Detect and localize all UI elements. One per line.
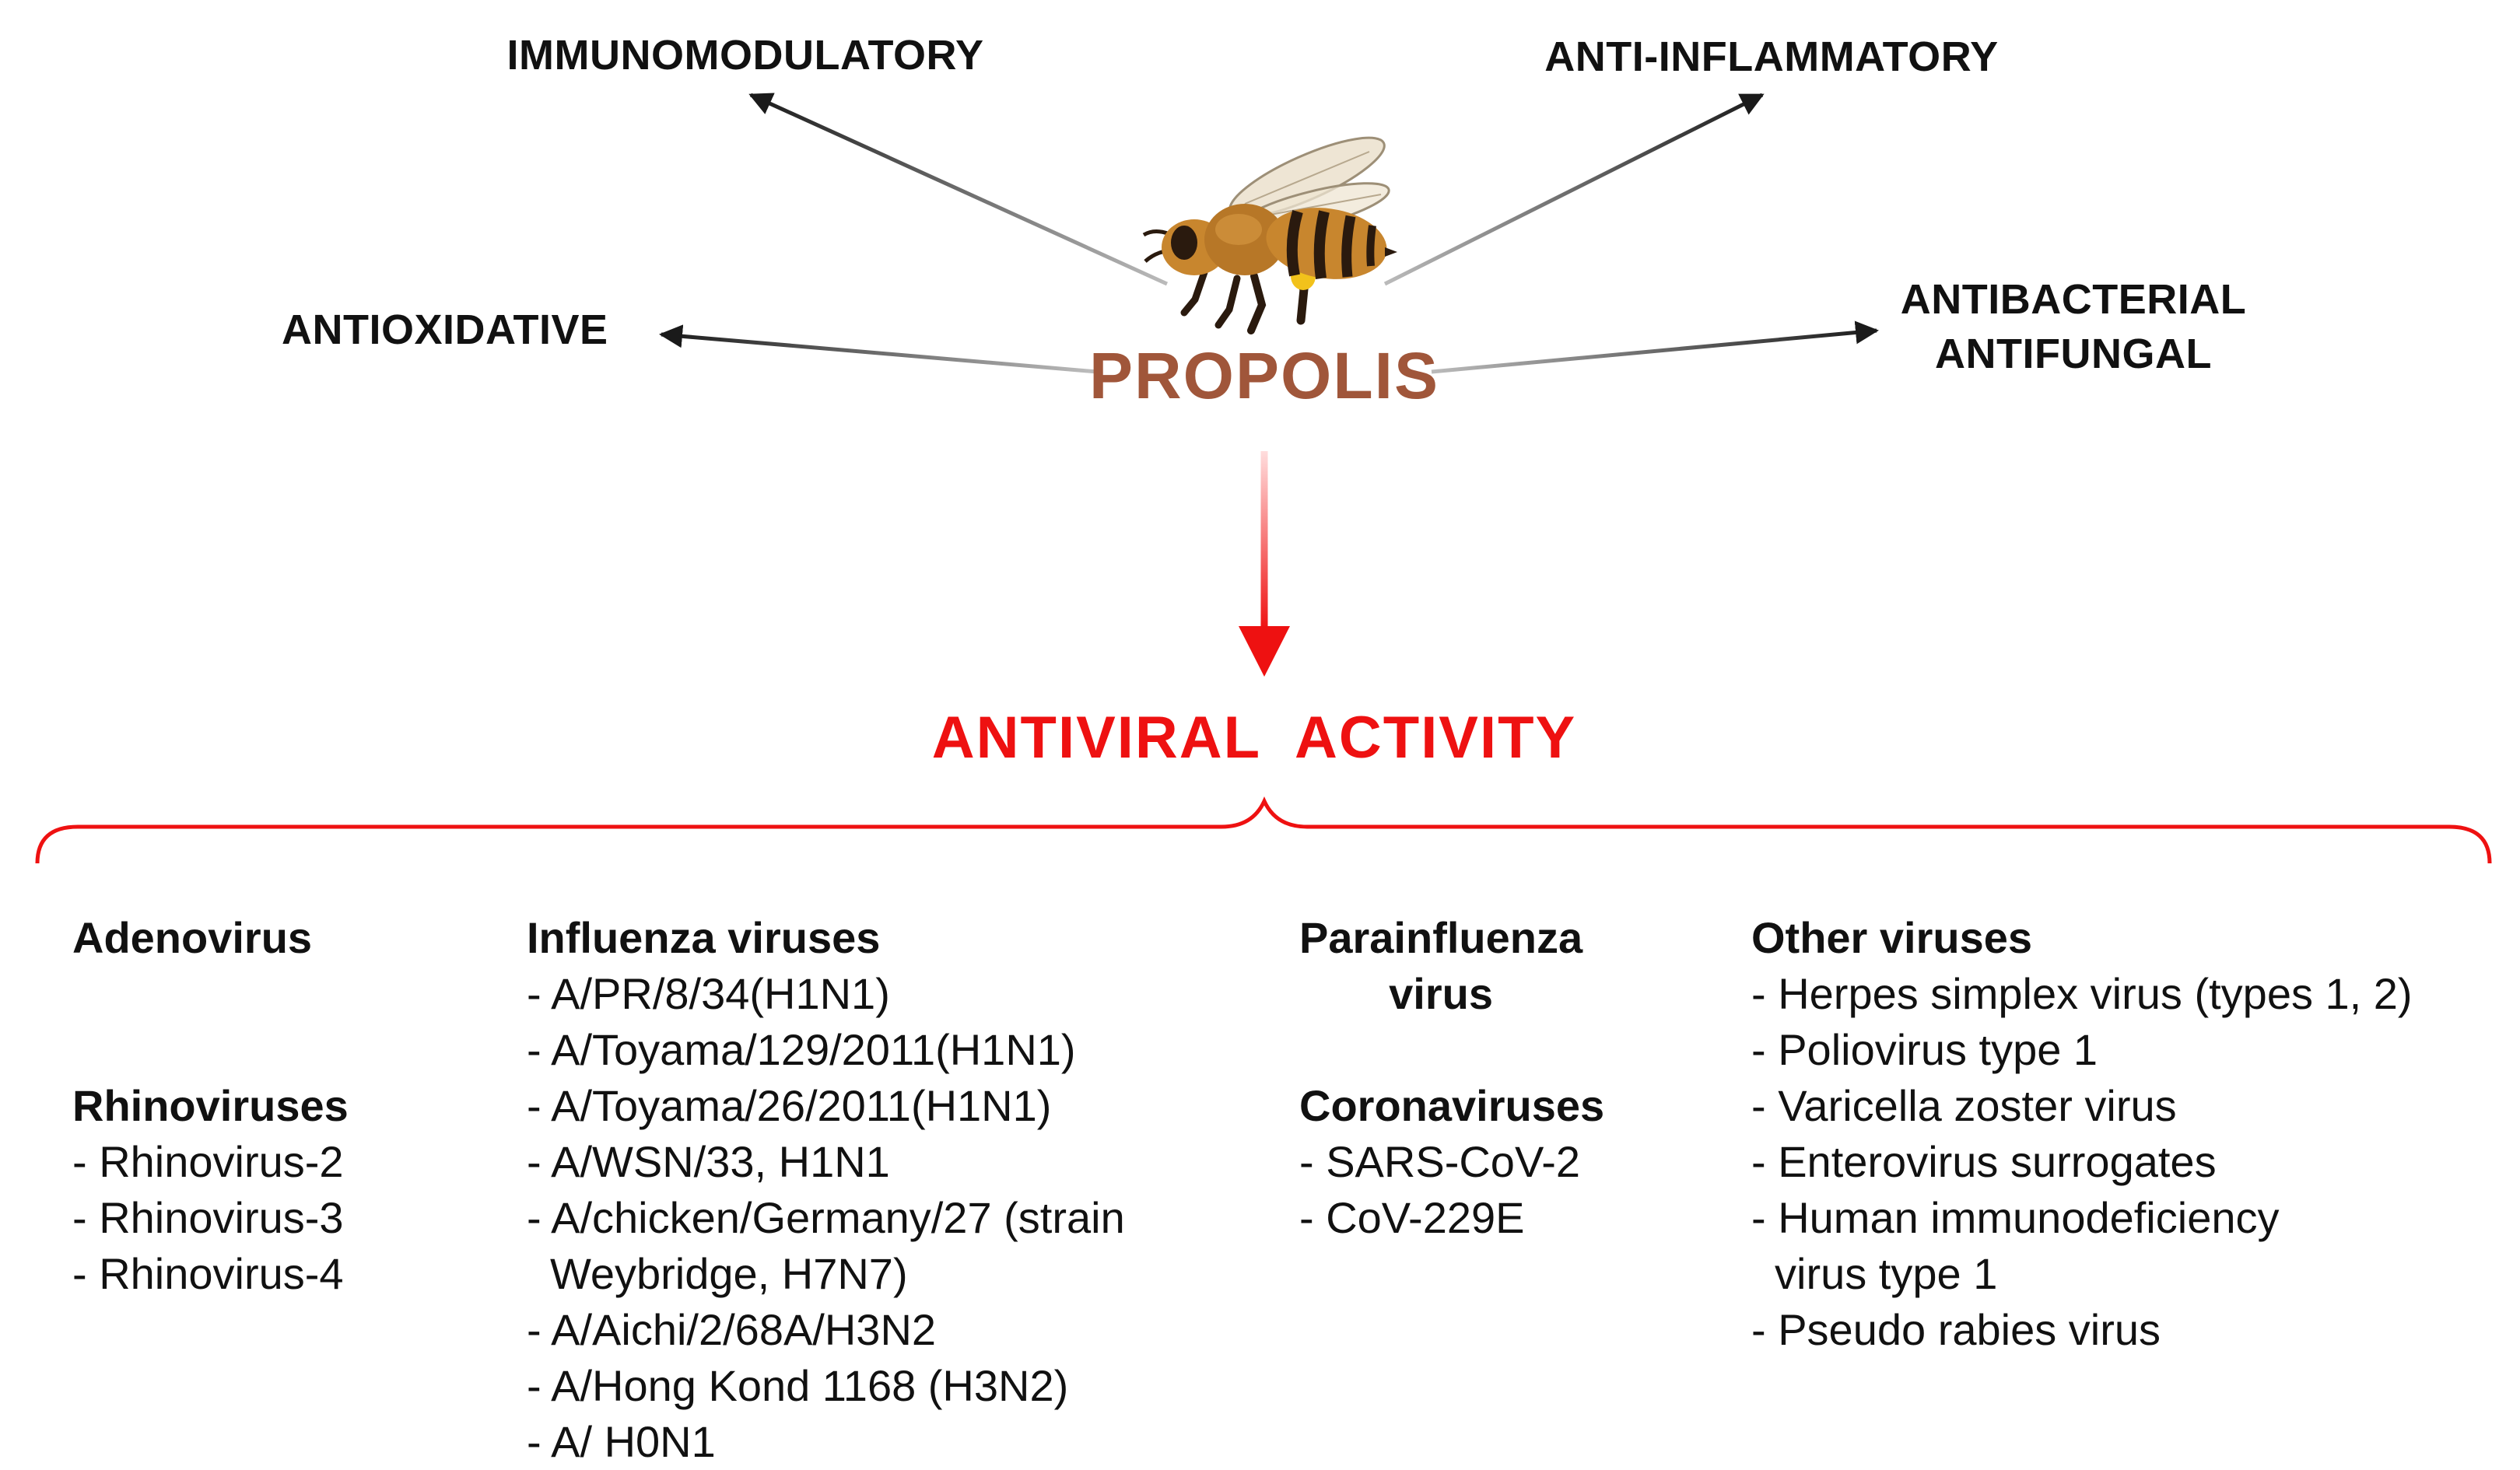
influenza-heading: Influenza viruses <box>527 913 881 962</box>
arrow-immunomodulatory <box>748 93 1169 286</box>
list-item-continuation: Weybridge, H7N7) <box>550 1249 908 1298</box>
list-item: - CoV-229E <box>1299 1193 1525 1242</box>
arrow-antiviral-head <box>1239 626 1290 677</box>
column-adenovirus-rhinoviruses: Adenovirus Rhinoviruses - Rhinovirus-2 -… <box>72 910 349 1302</box>
arrow-anti-inflammatory <box>1383 93 1765 286</box>
antifungal-label: ANTIFUNGAL <box>1935 331 2212 377</box>
list-item: - A/Hong Kond 1168 (H3N2) <box>527 1361 1069 1410</box>
arrow-antioxidative <box>659 324 1098 374</box>
property-antioxidative: ANTIOXIDATIVE <box>282 306 608 353</box>
other-viruses-heading: Other viruses <box>1751 913 2033 962</box>
column-other-viruses: Other viruses - Herpes simplex virus (ty… <box>1751 910 2413 1358</box>
list-item: - SARS-CoV-2 <box>1299 1137 1580 1186</box>
antiviral-activity-title: ANTIVIRAL ACTIVITY <box>931 705 1577 771</box>
list-item: - A/chicken/Germany/27 (strain <box>527 1193 1125 1242</box>
column-influenza: Influenza viruses - A/PR/8/34(H1N1) - A/… <box>527 910 1125 1470</box>
list-item: - Human immunodeficiency <box>1751 1193 2280 1242</box>
propolis-label: PROPOLIS <box>1088 339 1440 412</box>
list-item-continuation: virus type 1 <box>1775 1249 1998 1298</box>
list-item: - A/ H0N1 <box>527 1417 716 1466</box>
coronaviruses-heading: Coronaviruses <box>1299 1081 1605 1130</box>
list-item: - Enterovirus surrogates <box>1751 1137 2217 1186</box>
property-antibacterial-antifungal: ANTIBACTERIAL ANTIFUNGAL <box>1901 272 2246 381</box>
list-item: - Varicella zoster virus <box>1751 1081 2177 1130</box>
curly-brace <box>35 796 2492 864</box>
parainfluenza-heading: Parainfluenza virus <box>1299 910 1582 1022</box>
rhinoviruses-heading: Rhinoviruses <box>72 1081 349 1130</box>
list-item: - A/Aichi/2/68A/H3N2 <box>527 1305 937 1354</box>
parainfluenza-line2: virus <box>1389 969 1493 1018</box>
antibacterial-label: ANTIBACTERIAL <box>1900 276 2247 323</box>
adenovirus-heading: Adenovirus <box>72 913 313 962</box>
list-item: - Pseudo rabies virus <box>1751 1305 2161 1354</box>
arrow-antibacterial <box>1431 320 1879 374</box>
bee-icon <box>1142 136 1397 334</box>
column-parainfluenza-coronaviruses: Parainfluenza virus Coronaviruses - SARS… <box>1299 910 1604 1246</box>
list-item: - Rhinovirus-3 <box>72 1193 344 1242</box>
coronaviruses-list: - SARS-CoV-2 - CoV-229E <box>1299 1134 1604 1246</box>
list-item: - A/WSN/33, H1N1 <box>527 1137 890 1186</box>
property-anti-inflammatory: ANTI-INFLAMMATORY <box>1544 33 1999 80</box>
list-item: - Herpes simplex virus (types 1, 2) <box>1751 969 2413 1018</box>
property-immunomodulatory: IMMUNOMODULATORY <box>506 32 984 79</box>
parainfluenza-line1: Parainfluenza <box>1299 913 1583 962</box>
other-viruses-list: - Herpes simplex virus (types 1, 2) - Po… <box>1751 966 2413 1358</box>
rhinoviruses-list: - Rhinovirus-2 - Rhinovirus-3 - Rhinovir… <box>72 1134 349 1302</box>
list-item: - A/Toyama/26/2011(H1N1) <box>527 1081 1052 1130</box>
list-item: - Rhinovirus-2 <box>72 1137 344 1186</box>
list-item: - A/PR/8/34(H1N1) <box>527 969 890 1018</box>
influenza-list: - A/PR/8/34(H1N1) - A/Toyama/129/2011(H1… <box>527 966 1125 1470</box>
list-item: - Rhinovirus-4 <box>72 1249 344 1298</box>
list-item: - Poliovirus type 1 <box>1751 1025 2098 1074</box>
list-item: - A/Toyama/129/2011(H1N1) <box>527 1025 1076 1074</box>
